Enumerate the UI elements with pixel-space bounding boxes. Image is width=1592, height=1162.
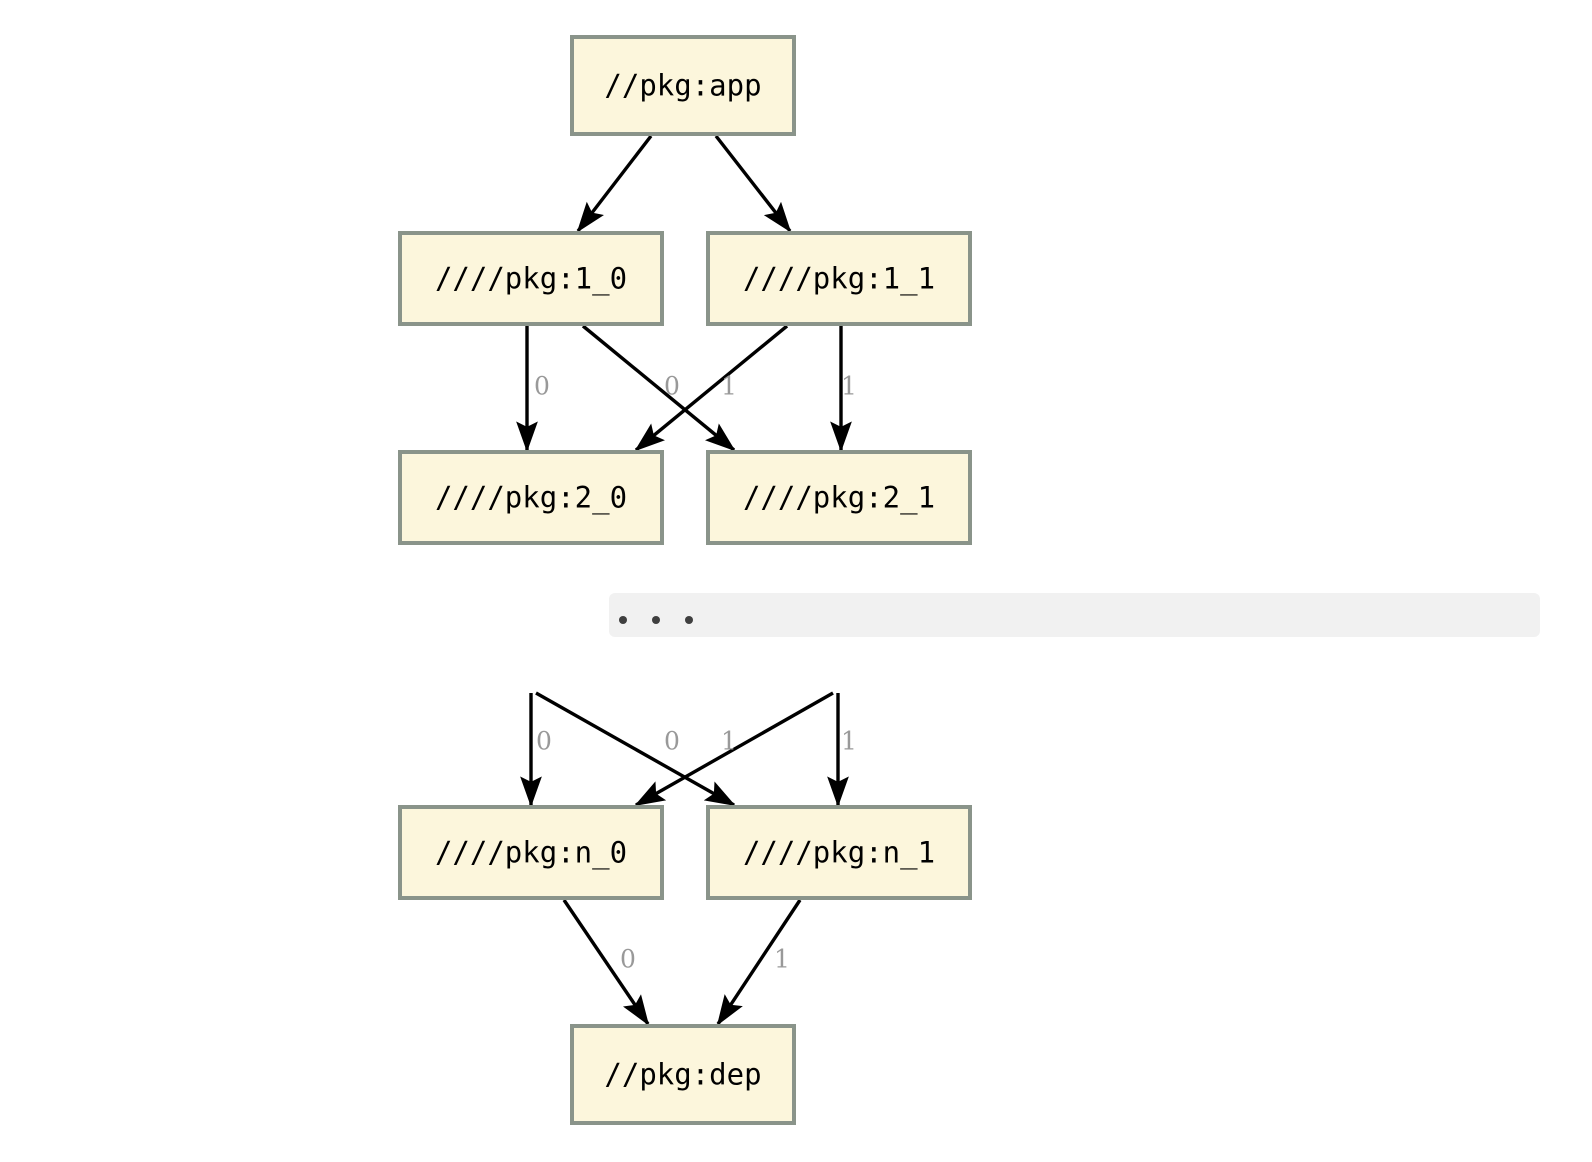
graph-node-l2_1[interactable]: ////pkg:2_1 (706, 450, 972, 545)
node-box[interactable] (398, 450, 664, 545)
edge-layer (516, 134, 852, 1026)
ellipsis-dot-2 (685, 616, 693, 624)
edge-label: 0 (620, 945, 636, 974)
node-box[interactable] (706, 231, 972, 326)
graph-node-l2_0[interactable]: ////pkg:2_0 (398, 450, 664, 545)
graph-node-dep[interactable]: //pkg:dep (570, 1024, 796, 1125)
ellipsis-dot-1 (652, 616, 660, 624)
graph-node-l1_0[interactable]: ////pkg:1_0 (398, 231, 664, 326)
graph-edge (576, 134, 653, 233)
node-label: ////pkg:2_1 (743, 481, 935, 516)
graph-edge (535, 691, 736, 807)
edge-label: 0 (536, 727, 552, 756)
node-box[interactable] (570, 1024, 796, 1125)
graph-node-ln_0[interactable]: ////pkg:n_0 (398, 805, 664, 900)
graph-node-app[interactable]: //pkg:app (570, 35, 796, 136)
node-box[interactable] (706, 805, 972, 900)
edge-label-layer: 0 0 1 1 0 0 1 1 0 1 (534, 372, 857, 974)
edge-label: 1 (721, 372, 737, 401)
ellipsis-dot-0 (619, 616, 627, 624)
node-box[interactable] (398, 231, 664, 326)
node-box[interactable] (570, 35, 796, 136)
graph-node-l1_1[interactable]: ////pkg:1_1 (706, 231, 972, 326)
edge-label: 0 (534, 372, 550, 401)
node-label: ////pkg:2_0 (435, 481, 627, 516)
graph-edge (634, 691, 834, 807)
ellipsis-separator (609, 593, 1540, 637)
node-label: //pkg:dep (604, 1058, 761, 1092)
edge-label: 1 (841, 727, 857, 756)
node-box[interactable] (706, 450, 972, 545)
node-label: ////pkg:1_1 (743, 262, 935, 297)
node-label: ////pkg:n_1 (743, 836, 935, 871)
graph-edge (634, 324, 789, 452)
node-box[interactable] (398, 805, 664, 900)
edge-label: 1 (841, 372, 857, 401)
graph-node-ln_1[interactable]: ////pkg:n_1 (706, 805, 972, 900)
graph-edge (716, 899, 802, 1026)
ellipsis-band (609, 593, 1540, 637)
node-label: //pkg:app (604, 69, 761, 103)
graph-edge (581, 324, 736, 452)
node-label: ////pkg:1_0 (435, 262, 627, 297)
edge-label: 0 (664, 372, 680, 401)
node-label: ////pkg:n_0 (435, 836, 627, 871)
node-layer: //pkg:app ////pkg:1_0 ////pkg:1_1 ////pkg:2… (398, 35, 972, 1125)
graph-edge (714, 134, 792, 233)
edge-label: 0 (664, 727, 680, 756)
edge-label: 1 (721, 727, 737, 756)
graph-edge (562, 899, 650, 1026)
edge-label: 1 (774, 945, 790, 974)
